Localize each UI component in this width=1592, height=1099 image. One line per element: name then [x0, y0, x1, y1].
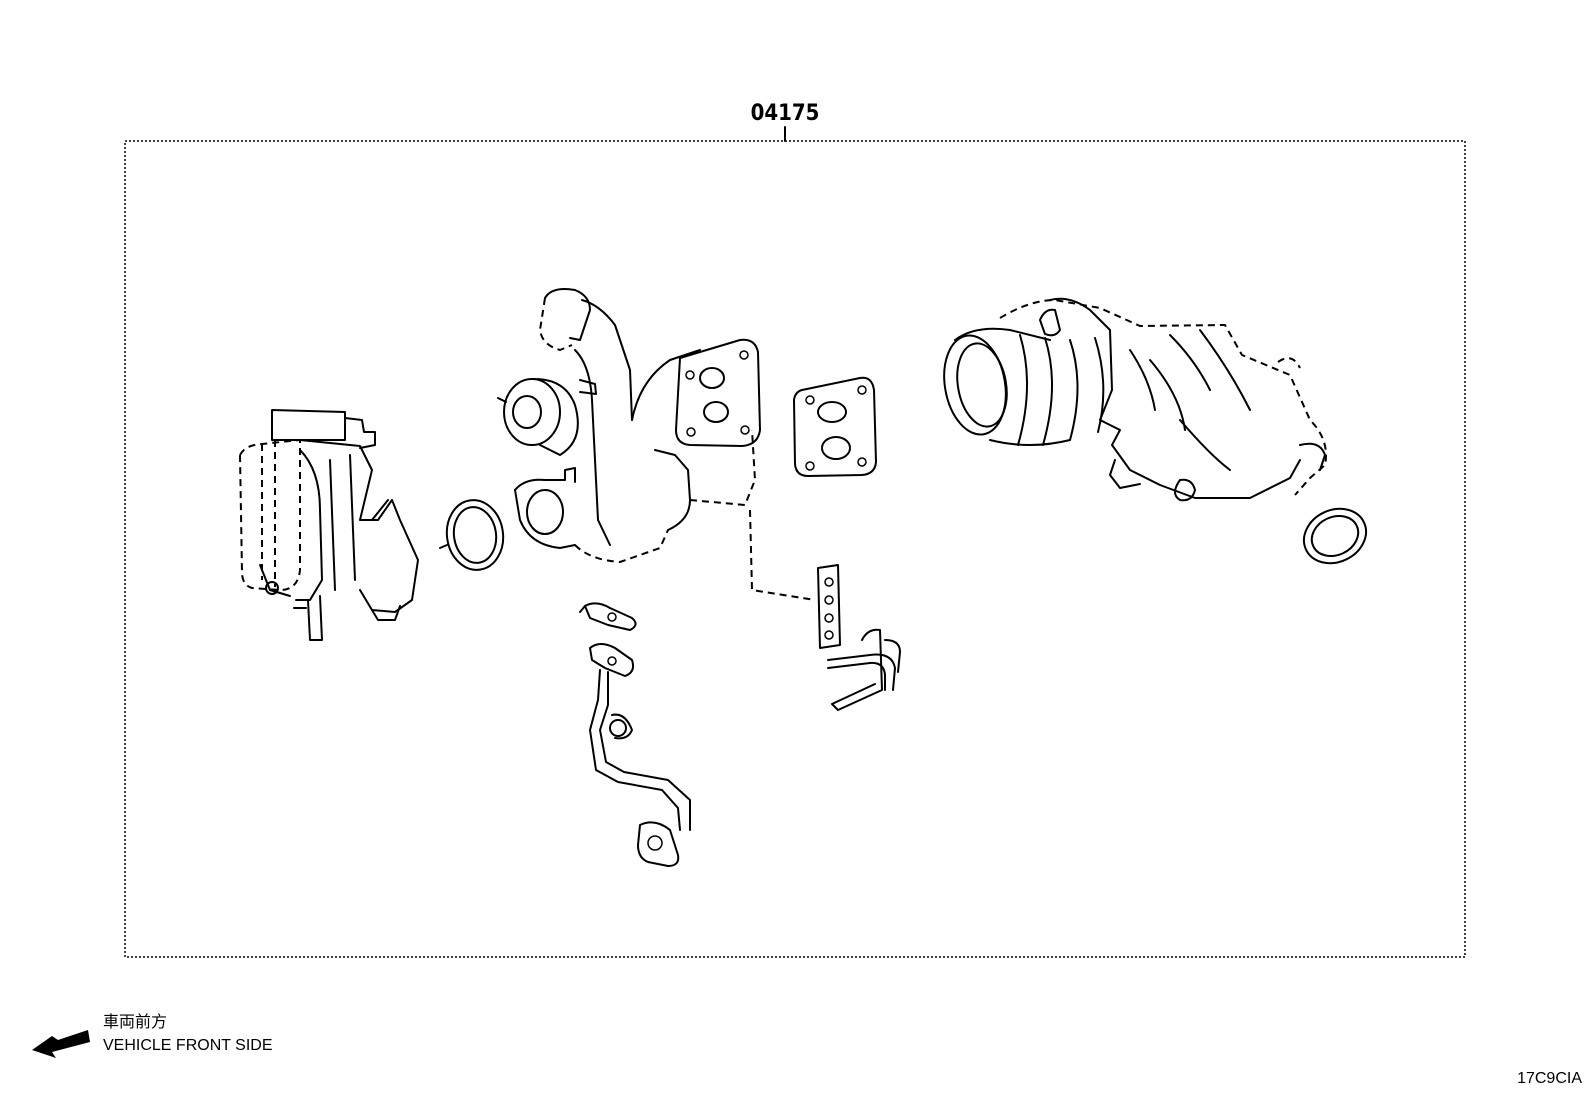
vehicle-front-label-jp: 車両前方 [103, 1013, 167, 1031]
illustration-code: 17C9CIA [1517, 1070, 1582, 1087]
part-number-callout[interactable]: 04175 [751, 101, 820, 126]
vehicle-front-arrow-icon [32, 1030, 90, 1058]
exhaust-converter-part[interactable] [937, 297, 1327, 502]
intake-housing-part[interactable] [239, 409, 419, 641]
outlet-gasket-ring[interactable] [1295, 499, 1375, 573]
turbocharger-part[interactable] [497, 288, 816, 601]
oil-feed-pipe[interactable] [589, 643, 691, 867]
exhaust-flange-gasket[interactable] [793, 376, 877, 477]
oil-return-pipe[interactable] [827, 628, 901, 711]
inlet-gasket-ring[interactable] [439, 496, 508, 573]
vehicle-front-label-en: VEHICLE FRONT SIDE [103, 1037, 273, 1054]
oil-inlet-gasket[interactable] [579, 602, 637, 631]
oil-return-gasket[interactable] [817, 564, 841, 649]
kit-boundary-frame [124, 140, 1466, 958]
